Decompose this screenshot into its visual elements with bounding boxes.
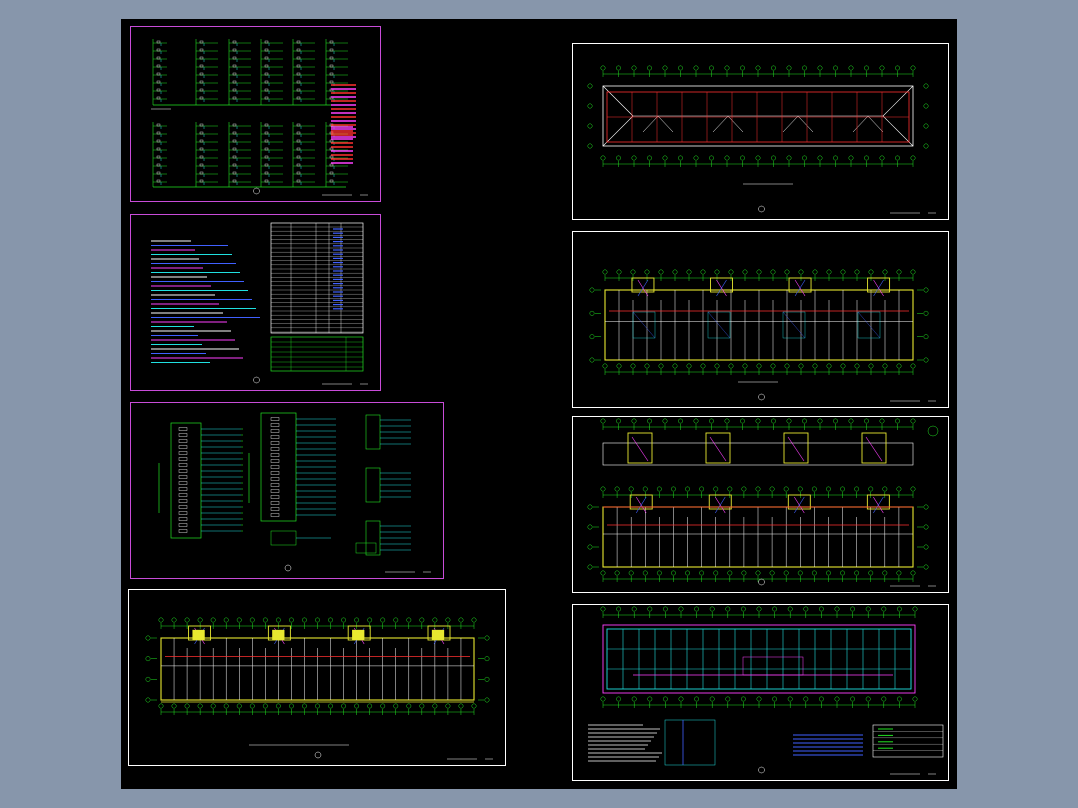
sheet-stair-floor-plan[interactable] — [572, 416, 949, 593]
ground-floor-plan-drawing — [145, 617, 493, 760]
sheet-ground-floor-plan[interactable] — [128, 589, 506, 766]
roof-plan-drawing — [587, 65, 936, 214]
sheet-distribution-boxes[interactable] — [130, 402, 444, 579]
standard-floor-plan-drawing — [589, 269, 936, 402]
sheet-design-notes[interactable] — [130, 214, 381, 391]
sheet-roof-plan[interactable] — [572, 43, 949, 220]
sheet-system-diagram[interactable] — [130, 26, 381, 202]
sheet-standard-floor-plan[interactable] — [572, 231, 949, 408]
stair-floor-plan-drawing — [587, 418, 939, 587]
foundation-grounding-plan-drawing — [588, 606, 944, 775]
system-diagram-drawing — [151, 39, 368, 196]
distribution-boxes-drawing — [158, 412, 431, 573]
design-notes-drawing — [151, 222, 368, 385]
drawing-canvas[interactable] — [121, 19, 957, 789]
sheet-foundation-grounding-plan[interactable] — [572, 604, 949, 781]
